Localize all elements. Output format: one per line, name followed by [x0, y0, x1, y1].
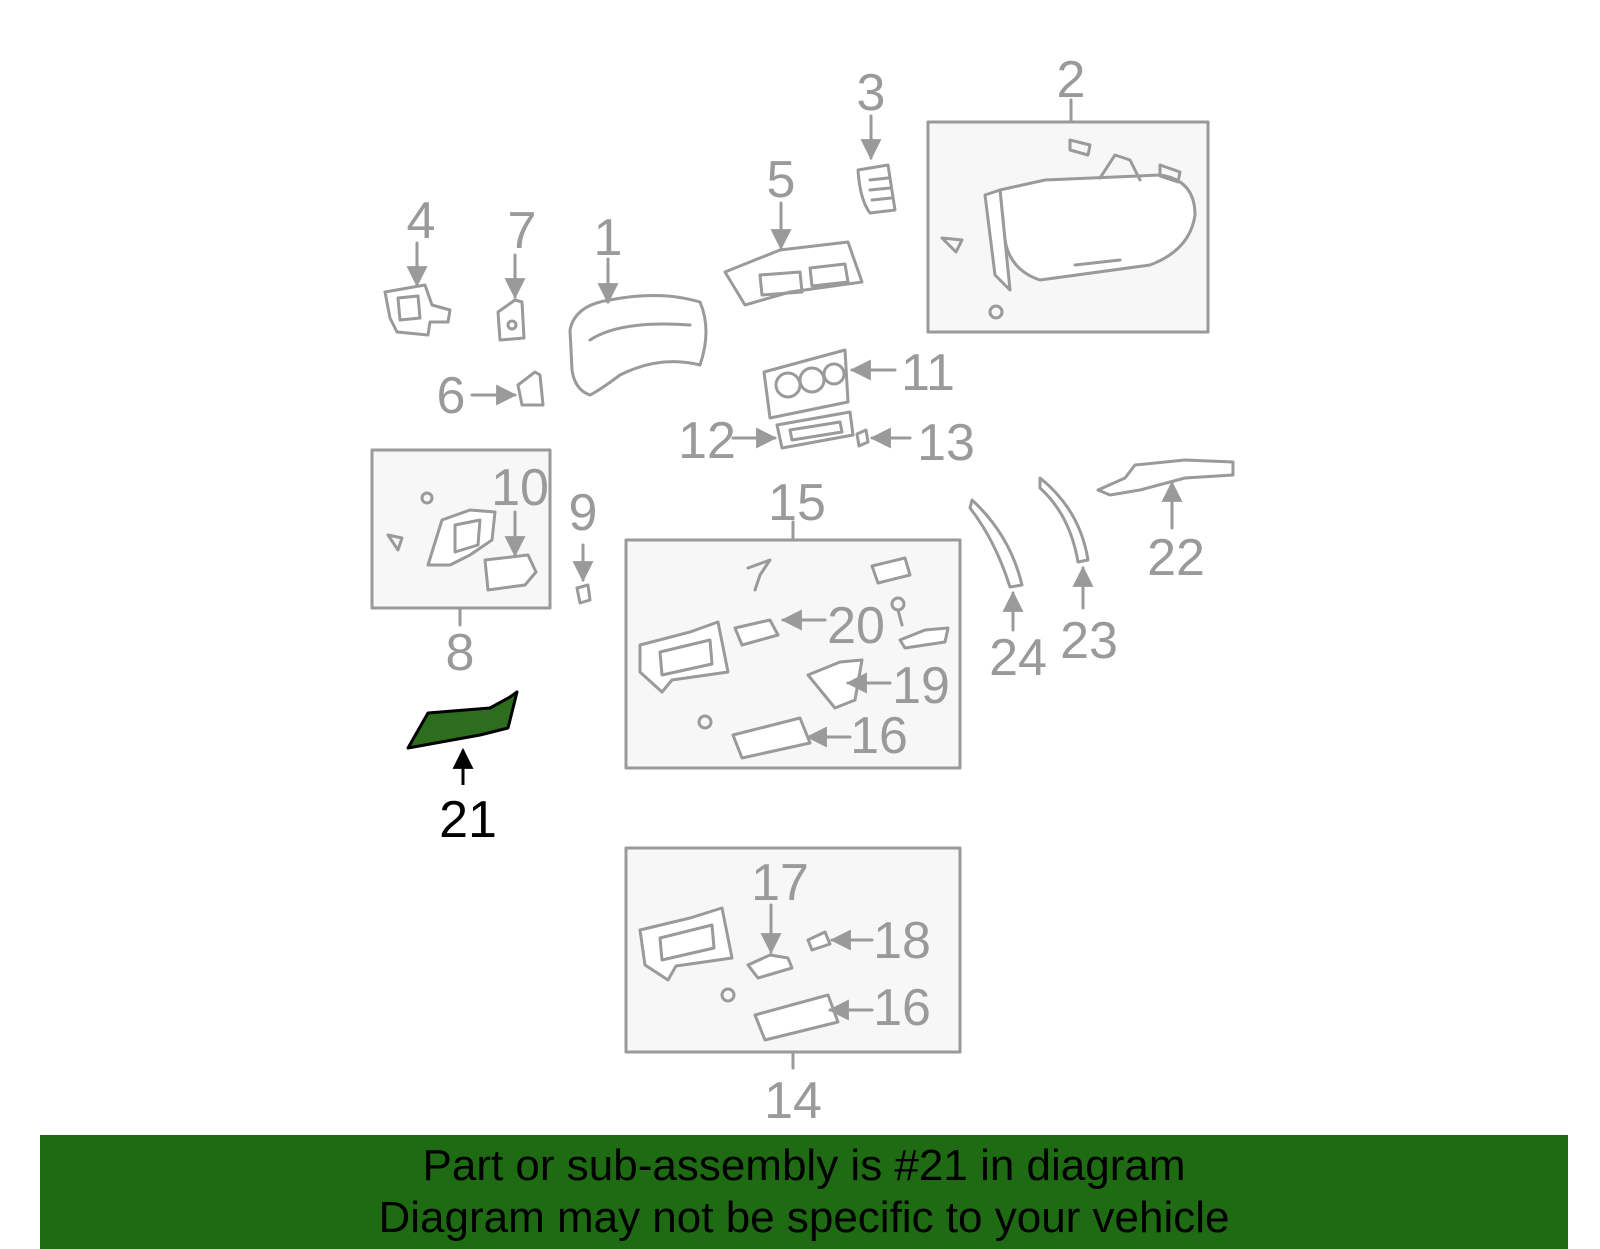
part-4-bracket [383, 283, 452, 337]
part-3-vent [856, 163, 897, 215]
part-23-trim [1038, 476, 1090, 564]
callout-15: 15 [768, 474, 826, 532]
part-8-components [386, 491, 538, 592]
part-21-highlighted [406, 690, 519, 750]
callout-18: 18 [873, 912, 931, 970]
part-15-components [638, 556, 950, 760]
callout-4: 4 [407, 192, 436, 250]
part-9-clip [575, 583, 592, 605]
part-13-clip [855, 428, 870, 448]
callout-24: 24 [989, 629, 1047, 687]
part-5-center-vent [723, 240, 864, 307]
callout-1: 1 [594, 209, 623, 267]
callout-7: 7 [508, 202, 537, 260]
callout-21: 21 [439, 791, 497, 849]
part-24-trim [968, 498, 1024, 589]
part-22-trim [1096, 458, 1235, 497]
callout-5: 5 [767, 151, 796, 209]
info-banner: Part or sub-assembly is #21 in diagram D… [40, 1135, 1568, 1249]
banner-line-2: Diagram may not be specific to your vehi… [378, 1193, 1230, 1242]
part-1-cluster-finish-panel [568, 294, 708, 397]
part-11-control-bezel [762, 348, 850, 420]
callout-16-lower: 16 [873, 979, 931, 1037]
banner-line-1: Part or sub-assembly is #21 in diagram [422, 1141, 1186, 1190]
callout-19: 19 [892, 657, 950, 715]
callout-2: 2 [1057, 51, 1086, 109]
callout-16-upper: 16 [850, 707, 908, 765]
callout-22: 22 [1147, 529, 1205, 587]
part-7-bracket [496, 298, 526, 342]
callout-11: 11 [901, 344, 955, 402]
callout-10: 10 [491, 459, 549, 517]
callout-6: 6 [437, 367, 466, 425]
callout-12: 12 [678, 412, 736, 470]
callout-14: 14 [764, 1072, 822, 1130]
callout-13: 13 [917, 414, 975, 472]
callout-8: 8 [446, 624, 475, 682]
callout-3: 3 [857, 64, 886, 122]
callout-9: 9 [569, 484, 598, 542]
callout-23: 23 [1060, 612, 1118, 670]
part-6-clip [516, 370, 545, 407]
callout-17: 17 [751, 854, 809, 912]
part-2-glove-box [940, 138, 1197, 320]
part-14-components [638, 906, 840, 1042]
part-12-switch-panel [775, 410, 855, 450]
callout-20: 20 [827, 597, 885, 655]
